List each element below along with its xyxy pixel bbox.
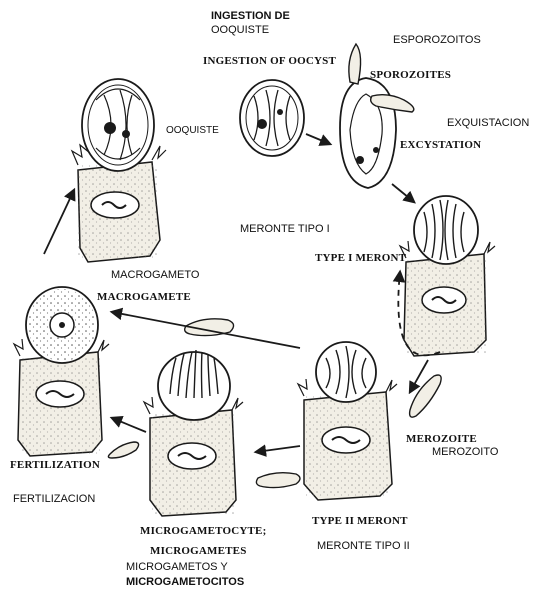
label-merozoito: MEROZOITO: [432, 447, 498, 458]
oocyst-cell-topleft: [72, 79, 166, 262]
label-macrogamete: MACROGAMETE: [97, 292, 191, 303]
microgametocyte-cell: [144, 350, 243, 516]
arrow-to-fertilization: [112, 418, 146, 432]
label-microgametos-2: MICROGAMETOCITOS: [126, 577, 244, 588]
arrow-excystation-to-meront1: [392, 184, 414, 202]
label-exquistacion: EXQUISTACION: [447, 118, 529, 129]
label-merozoite: MEROZOITE: [406, 434, 477, 445]
label-ooquiste: OOQUISTE: [166, 126, 219, 136]
label-meronte-tipo-2: MERONTE TIPO II: [317, 541, 410, 552]
label-ingestion-es-2: OOQUISTE: [211, 25, 269, 36]
label-ingestion-en: INGESTION OF OOCYST: [203, 56, 336, 67]
label-fertilizacion: FERTILIZACION: [13, 494, 95, 505]
label-excystation: EXCYSTATION: [400, 140, 481, 151]
arrow-to-macrogamete: [112, 312, 300, 348]
label-microgametos-1: MICROGAMETOS Y: [126, 562, 228, 573]
label-type-2-meront: TYPE II MERONT: [312, 516, 408, 527]
label-microgametocyte-2: MICROGAMETES: [150, 546, 247, 557]
oocyst-ingested: [240, 80, 304, 156]
arrow-ingestion-to-excystation: [306, 134, 330, 144]
arrow-to-microgametocyte: [256, 446, 300, 452]
label-sporozoites: SPOROZOITES: [370, 70, 451, 81]
label-macrogameto: MACROGAMETO: [111, 270, 199, 281]
label-meronte-tipo-1: MERONTE TIPO I: [240, 224, 330, 235]
macrogamete-cell: [14, 287, 109, 456]
label-microgametocyte-1: MICROGAMETOCYTE;: [140, 526, 266, 537]
arrow-fertilization-to-oocyst: [44, 190, 74, 254]
label-fertilization: FERTILIZATION: [10, 460, 100, 471]
type2-meront-cell: [298, 342, 397, 500]
label-type-1-meront: TYPE I MERONT: [315, 253, 406, 264]
label-esporozoitos: ESPOROZOITOS: [393, 35, 481, 46]
excystation-oocyst: [340, 44, 414, 188]
type1-meront-cell: [400, 196, 495, 356]
label-ingestion-es-1: INGESTION DE: [211, 11, 290, 22]
